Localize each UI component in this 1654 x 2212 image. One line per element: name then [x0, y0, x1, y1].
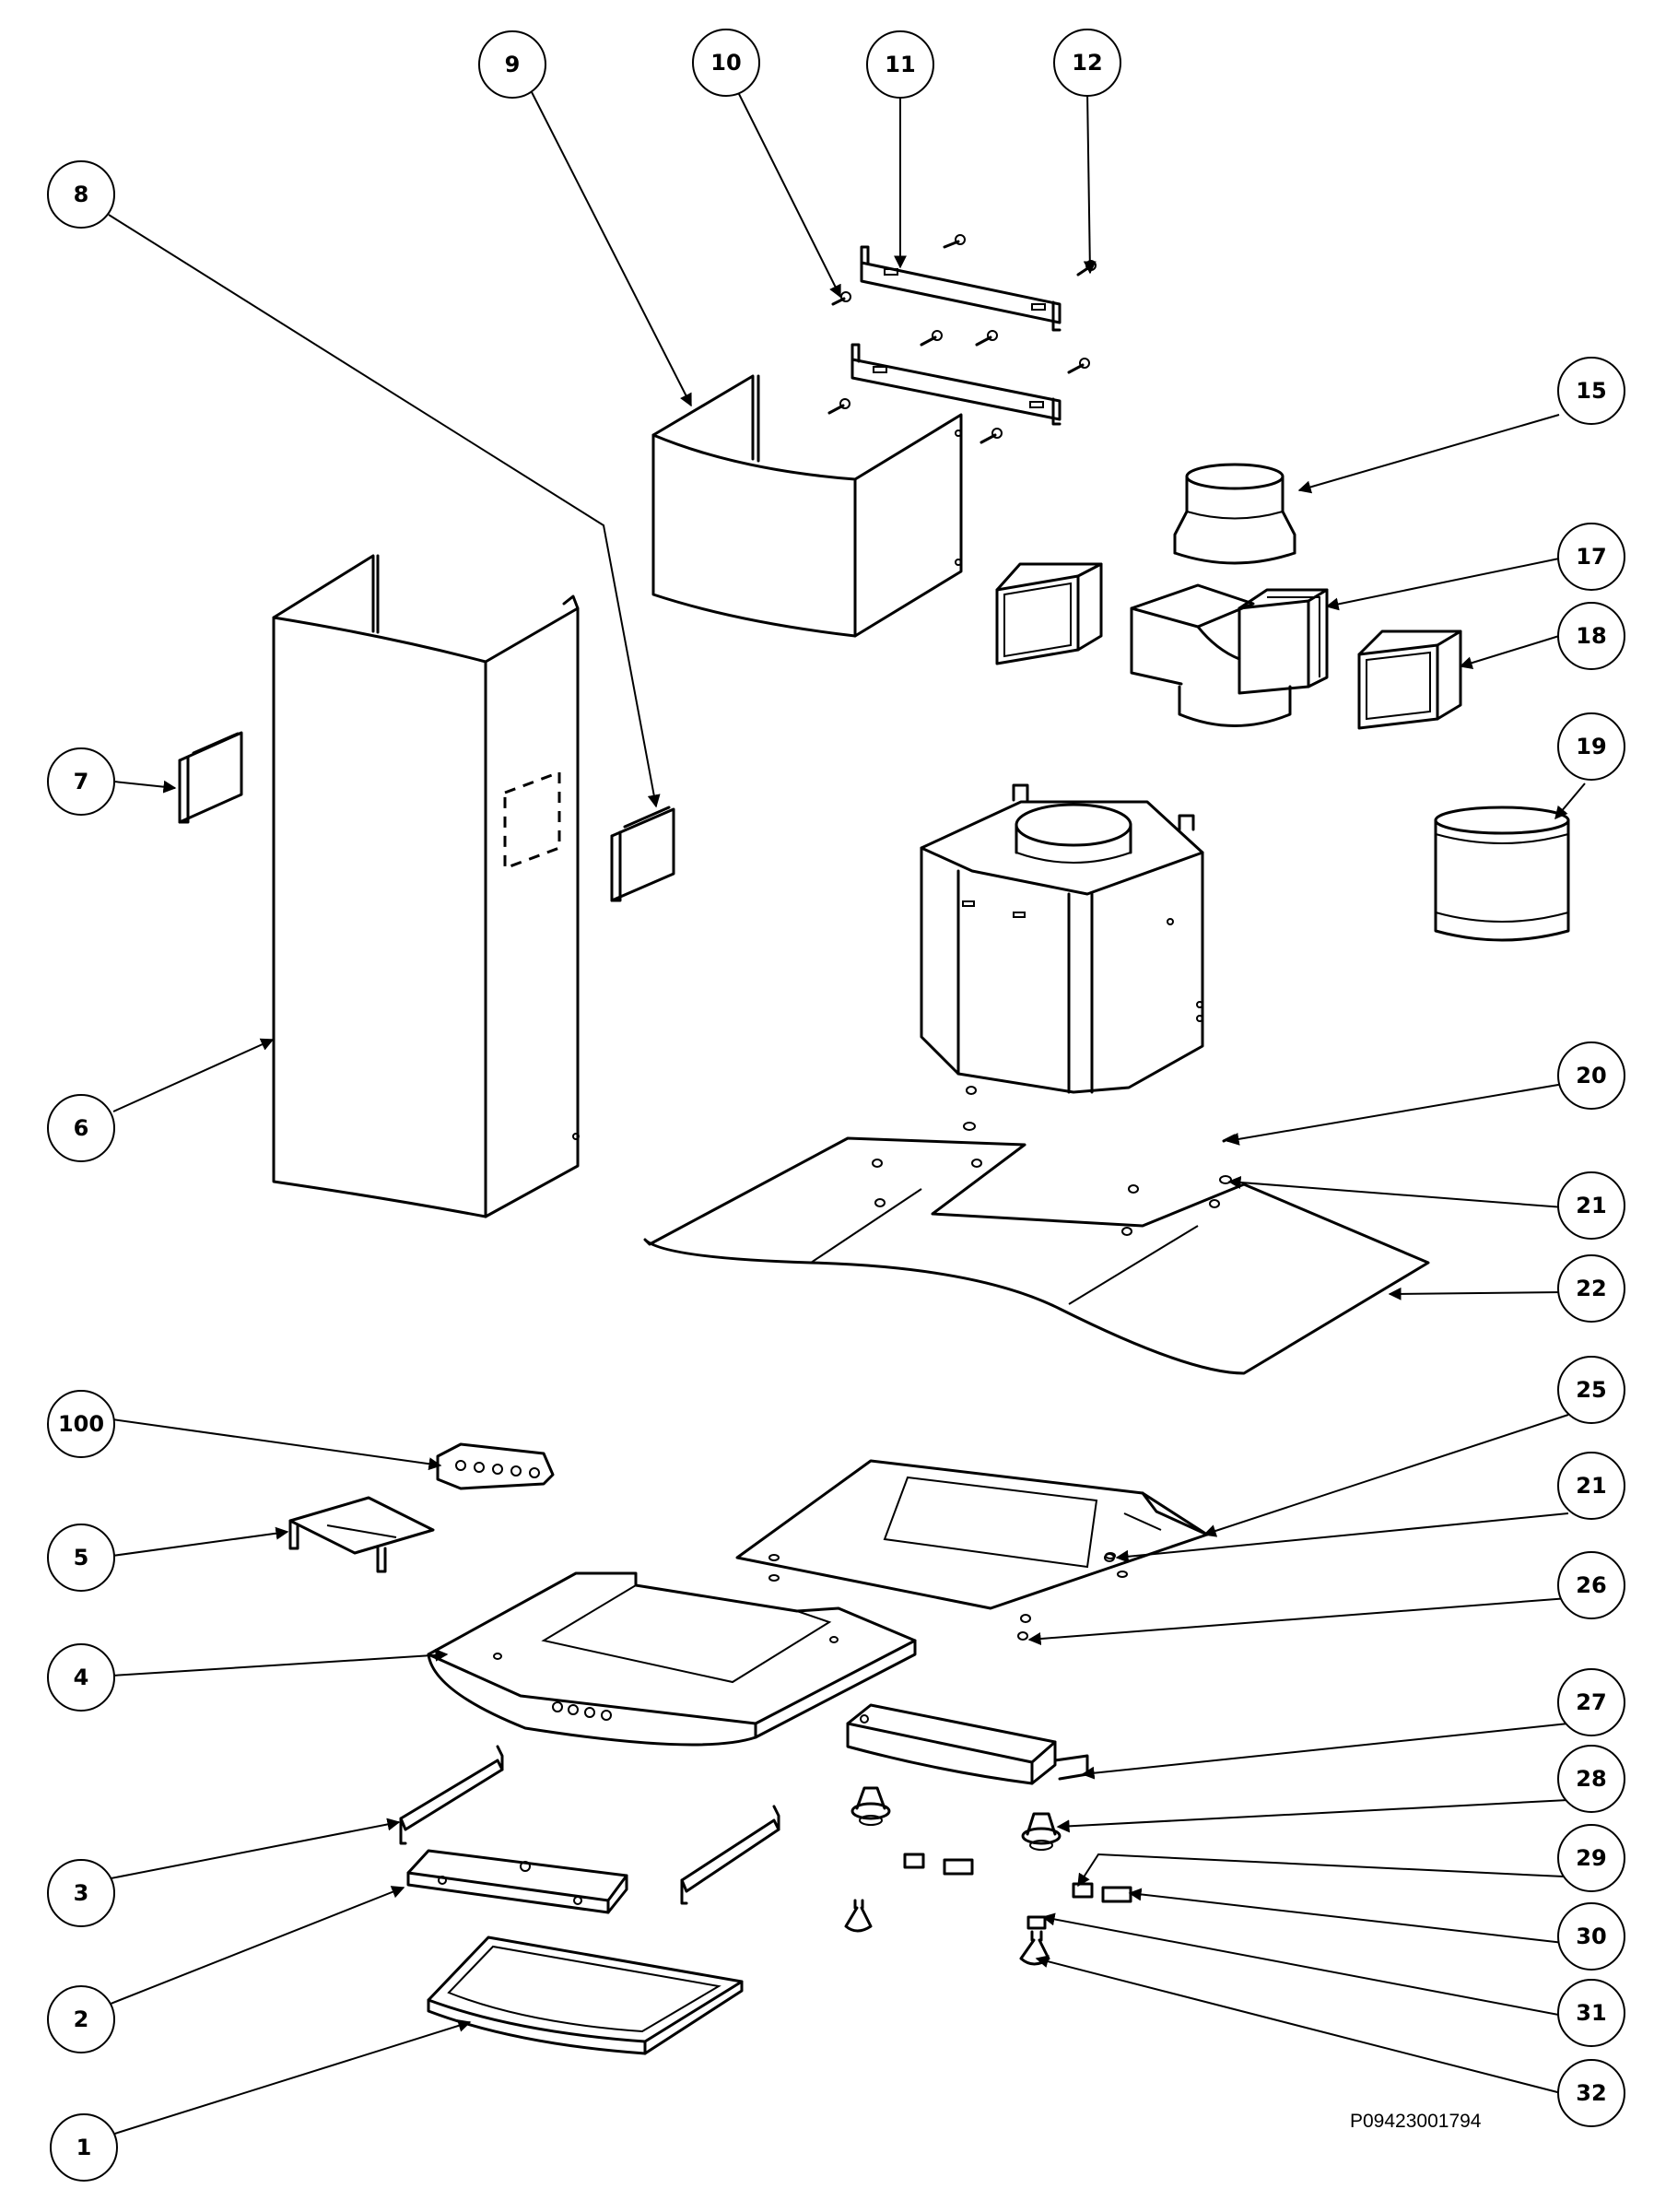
- control-panel: [436, 1442, 555, 1490]
- lamp-holder-left: [850, 1786, 891, 1826]
- glass-canopy: [643, 1136, 1430, 1375]
- svg-text:31: 31: [1576, 2000, 1606, 2026]
- leader-lines: [100, 89, 1586, 2137]
- side-clip-left: [399, 1745, 504, 1845]
- svg-text:30: 30: [1576, 1924, 1606, 1949]
- svg-text:21: 21: [1576, 1193, 1606, 1218]
- chimney-inner-cover: [651, 374, 963, 638]
- callout-30: 30: [1557, 1902, 1625, 1971]
- control-bracket: [288, 1496, 435, 1573]
- svg-text:20: 20: [1576, 1063, 1606, 1088]
- svg-text:25: 25: [1576, 1377, 1606, 1403]
- callout-3: 3: [47, 1859, 115, 1927]
- canopy-body: [427, 1571, 917, 1747]
- lamp-holder-right: [1021, 1812, 1062, 1851]
- rectangular-duct: [1357, 629, 1462, 730]
- grease-filter: [427, 1936, 744, 2055]
- svg-text:5: 5: [74, 1545, 89, 1571]
- svg-text:7: 7: [74, 769, 89, 794]
- callout-5: 5: [47, 1524, 115, 1592]
- svg-text:17: 17: [1576, 544, 1606, 570]
- callout-2: 2: [47, 1985, 115, 2053]
- callout-17: 17: [1557, 523, 1625, 591]
- callout-12: 12: [1053, 29, 1121, 97]
- callout-18: 18: [1557, 602, 1625, 670]
- svg-text:4: 4: [74, 1665, 89, 1690]
- callout-27: 27: [1557, 1668, 1625, 1736]
- side-clip-right: [680, 1805, 780, 1905]
- connectors: [903, 1853, 1132, 1930]
- svg-text:32: 32: [1576, 2080, 1606, 2106]
- callout-21-lower: 21: [1557, 1452, 1625, 1520]
- callout-7: 7: [47, 747, 115, 816]
- svg-text:22: 22: [1576, 1276, 1606, 1301]
- callout-29: 29: [1557, 1824, 1625, 1892]
- callout-31: 31: [1557, 1979, 1625, 2047]
- callout-100: 100: [47, 1390, 115, 1458]
- callout-10: 10: [692, 29, 760, 97]
- svg-text:6: 6: [74, 1115, 89, 1141]
- upper-frame: [735, 1459, 1209, 1610]
- rectangular-duct-left: [995, 562, 1103, 665]
- round-connector: [1434, 806, 1570, 942]
- svg-text:12: 12: [1072, 50, 1102, 76]
- svg-text:3: 3: [74, 1880, 89, 1906]
- callout-6: 6: [47, 1094, 115, 1162]
- motor-housing: [920, 783, 1204, 1094]
- svg-text:1: 1: [76, 2135, 92, 2160]
- chimney-bracket-left: [178, 731, 243, 824]
- frame-fixing-screws: [1017, 1553, 1115, 1641]
- svg-text:18: 18: [1576, 623, 1606, 649]
- svg-text:11: 11: [885, 52, 915, 77]
- callout-11: 11: [866, 30, 934, 99]
- callout-20: 20: [1557, 1041, 1625, 1110]
- callout-22: 22: [1557, 1254, 1625, 1323]
- svg-text:27: 27: [1576, 1689, 1606, 1715]
- callout-1: 1: [50, 2113, 118, 2182]
- callout-19: 19: [1557, 712, 1625, 781]
- svg-text:15: 15: [1576, 378, 1606, 404]
- callout-9: 9: [478, 30, 546, 99]
- canopy-fixing-screws: [872, 1086, 1237, 1236]
- svg-text:10: 10: [710, 50, 741, 76]
- callout-21-upper: 21: [1557, 1171, 1625, 1240]
- svg-text:21: 21: [1576, 1473, 1606, 1499]
- svg-text:100: 100: [58, 1411, 104, 1437]
- chimney-bracket-right: [610, 806, 675, 902]
- svg-text:9: 9: [505, 52, 521, 77]
- callout-4: 4: [47, 1643, 115, 1712]
- callout-26: 26: [1557, 1551, 1625, 1619]
- callout-28: 28: [1557, 1745, 1625, 1813]
- svg-text:8: 8: [74, 182, 89, 207]
- svg-text:29: 29: [1576, 1845, 1606, 1871]
- halogen-lamps: [844, 1899, 1050, 1966]
- chimney-outer-cover: [272, 554, 580, 1218]
- mounting-brackets: [850, 245, 1062, 426]
- duct-elbow: [1130, 583, 1329, 727]
- light-housing: [846, 1703, 1089, 1785]
- svg-text:26: 26: [1576, 1572, 1606, 1598]
- svg-text:2: 2: [74, 2006, 89, 2032]
- wall-screws: [827, 234, 1097, 444]
- callout-15: 15: [1557, 357, 1625, 425]
- callout-8: 8: [47, 160, 115, 229]
- callout-bubbles: 1 2 3 4 5 6 7 8 9 10 11 12 15 17 18 19 2…: [47, 29, 1625, 2182]
- svg-text:28: 28: [1576, 1766, 1606, 1792]
- drawing-reference-code: P09423001794: [1350, 2111, 1482, 2132]
- callout-32: 32: [1557, 2059, 1625, 2127]
- round-duct-adapter: [1173, 463, 1296, 565]
- callout-25: 25: [1557, 1356, 1625, 1424]
- front-rail: [406, 1849, 628, 1914]
- svg-text:19: 19: [1576, 734, 1606, 759]
